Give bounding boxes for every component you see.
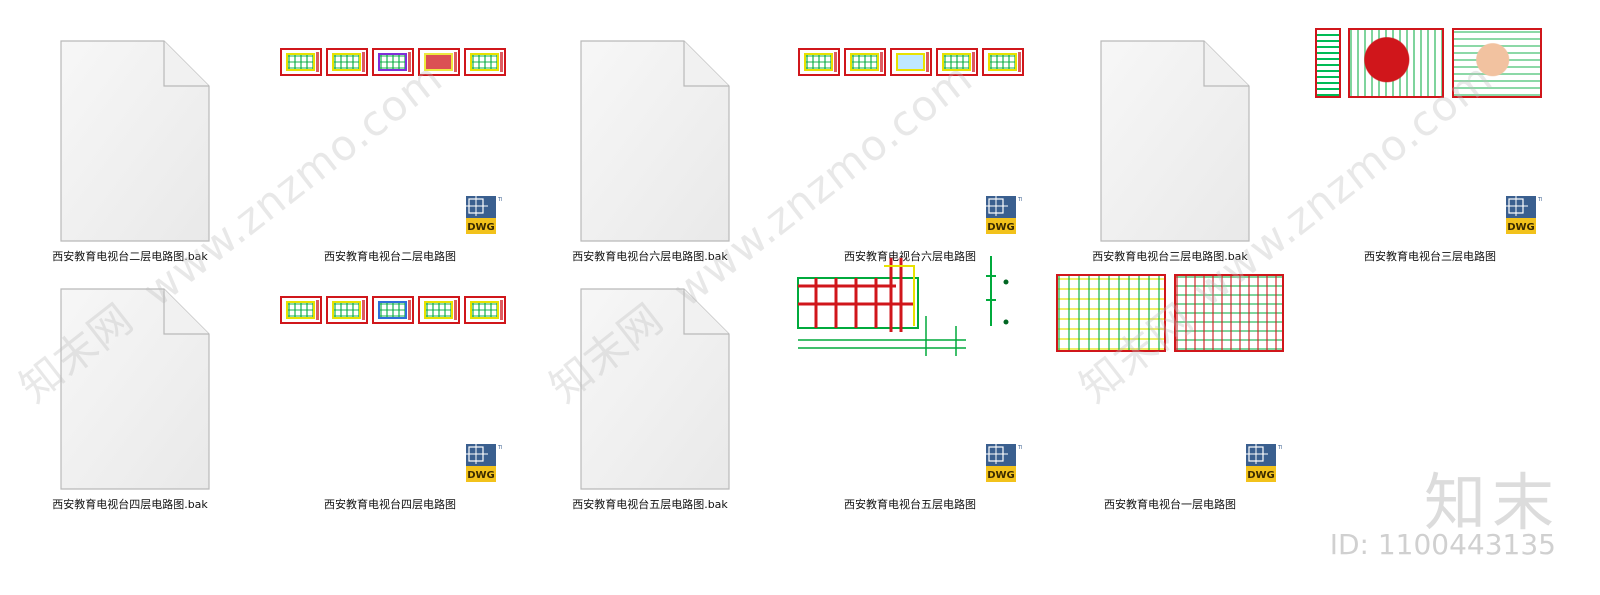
file-item[interactable]: 西安教育电视台五层电路图.bak	[520, 268, 780, 511]
drawing-preview	[1174, 274, 1284, 352]
detail-drawing-preview	[797, 256, 1009, 356]
dwg-badge-text: DWG	[467, 222, 495, 233]
file-thumbnail	[0, 268, 260, 490]
dwg-file-icon: DWG	[1242, 442, 1282, 484]
file-name: 西安教育电视台四层电路图.bak	[52, 498, 208, 511]
brand-id: ID: 1100443135	[1329, 528, 1556, 561]
blank-document-icon	[580, 40, 730, 242]
drawing-preview	[1056, 274, 1166, 352]
drawing-preview	[1315, 28, 1341, 98]
file-item[interactable]: 西安教育电视台二层电路图.bak	[0, 20, 260, 263]
blank-document-icon	[580, 288, 730, 490]
file-item[interactable]: DWG 西安教育电视台四层电路图	[260, 268, 520, 511]
file-thumbnail: DWG	[1300, 20, 1560, 242]
blank-document-icon	[60, 288, 210, 490]
dwg-badge-text: DWG	[1507, 222, 1535, 233]
drawing-preview	[1452, 28, 1542, 98]
file-name: 西安教育电视台一层电路图	[1104, 498, 1236, 511]
file-item[interactable]: DWG 西安教育电视台六层电路图	[780, 20, 1040, 263]
file-thumbnail: DWG	[780, 256, 1040, 490]
file-item[interactable]: DWG 西安教育电视台一层电路图	[1040, 268, 1300, 511]
dwg-file-icon: DWG	[1502, 194, 1542, 236]
blank-document-icon	[60, 40, 210, 242]
drawing-preview-strip	[280, 48, 506, 76]
dwg-badge-text: DWG	[467, 470, 495, 481]
drawing-preview-strip	[280, 296, 506, 324]
file-name: 西安教育电视台二层电路图.bak	[52, 250, 208, 263]
dwg-badge-text: DWG	[1247, 470, 1275, 481]
file-thumbnail	[520, 268, 780, 490]
drawing-preview	[1348, 28, 1444, 98]
file-item[interactable]: DWG 西安教育电视台二层电路图	[260, 20, 520, 263]
file-name: 西安教育电视台四层电路图	[324, 498, 456, 511]
file-item[interactable]: DWG 西安教育电视台三层电路图	[1300, 20, 1560, 263]
file-item[interactable]: 西安教育电视台四层电路图.bak	[0, 268, 260, 511]
file-name: 西安教育电视台六层电路图.bak	[572, 250, 728, 263]
file-name: 西安教育电视台三层电路图	[1364, 250, 1496, 263]
file-name: 西安教育电视台六层电路图	[844, 250, 976, 263]
file-name: 西安教育电视台二层电路图	[324, 250, 456, 263]
file-thumbnail	[520, 20, 780, 242]
file-name: 西安教育电视台三层电路图.bak	[1092, 250, 1248, 263]
dwg-file-icon: DWG	[462, 194, 502, 236]
file-name: 西安教育电视台五层电路图	[844, 498, 976, 511]
file-thumbnail: DWG	[260, 20, 520, 242]
file-name: 西安教育电视台五层电路图.bak	[572, 498, 728, 511]
blank-document-icon	[1100, 40, 1250, 242]
file-thumbnail	[0, 20, 260, 242]
file-item[interactable]: 西安教育电视台六层电路图.bak	[520, 20, 780, 263]
brand-logo: 知末	[1423, 466, 1560, 539]
drawing-preview-strip	[798, 48, 1024, 76]
dwg-badge-text: DWG	[987, 470, 1015, 481]
dwg-file-icon: DWG	[982, 194, 1022, 236]
dwg-file-icon: DWG	[982, 442, 1022, 484]
file-item[interactable]: DWG 西安教育电视台五层电路图	[780, 256, 1040, 511]
file-thumbnail: DWG	[1040, 268, 1300, 490]
file-thumbnail	[1040, 20, 1300, 242]
dwg-file-icon: DWG	[462, 442, 502, 484]
file-thumbnail: DWG	[260, 268, 520, 490]
dwg-badge-text: DWG	[987, 222, 1015, 233]
file-item[interactable]: 西安教育电视台三层电路图.bak	[1040, 20, 1300, 263]
file-thumbnail: DWG	[780, 20, 1040, 242]
